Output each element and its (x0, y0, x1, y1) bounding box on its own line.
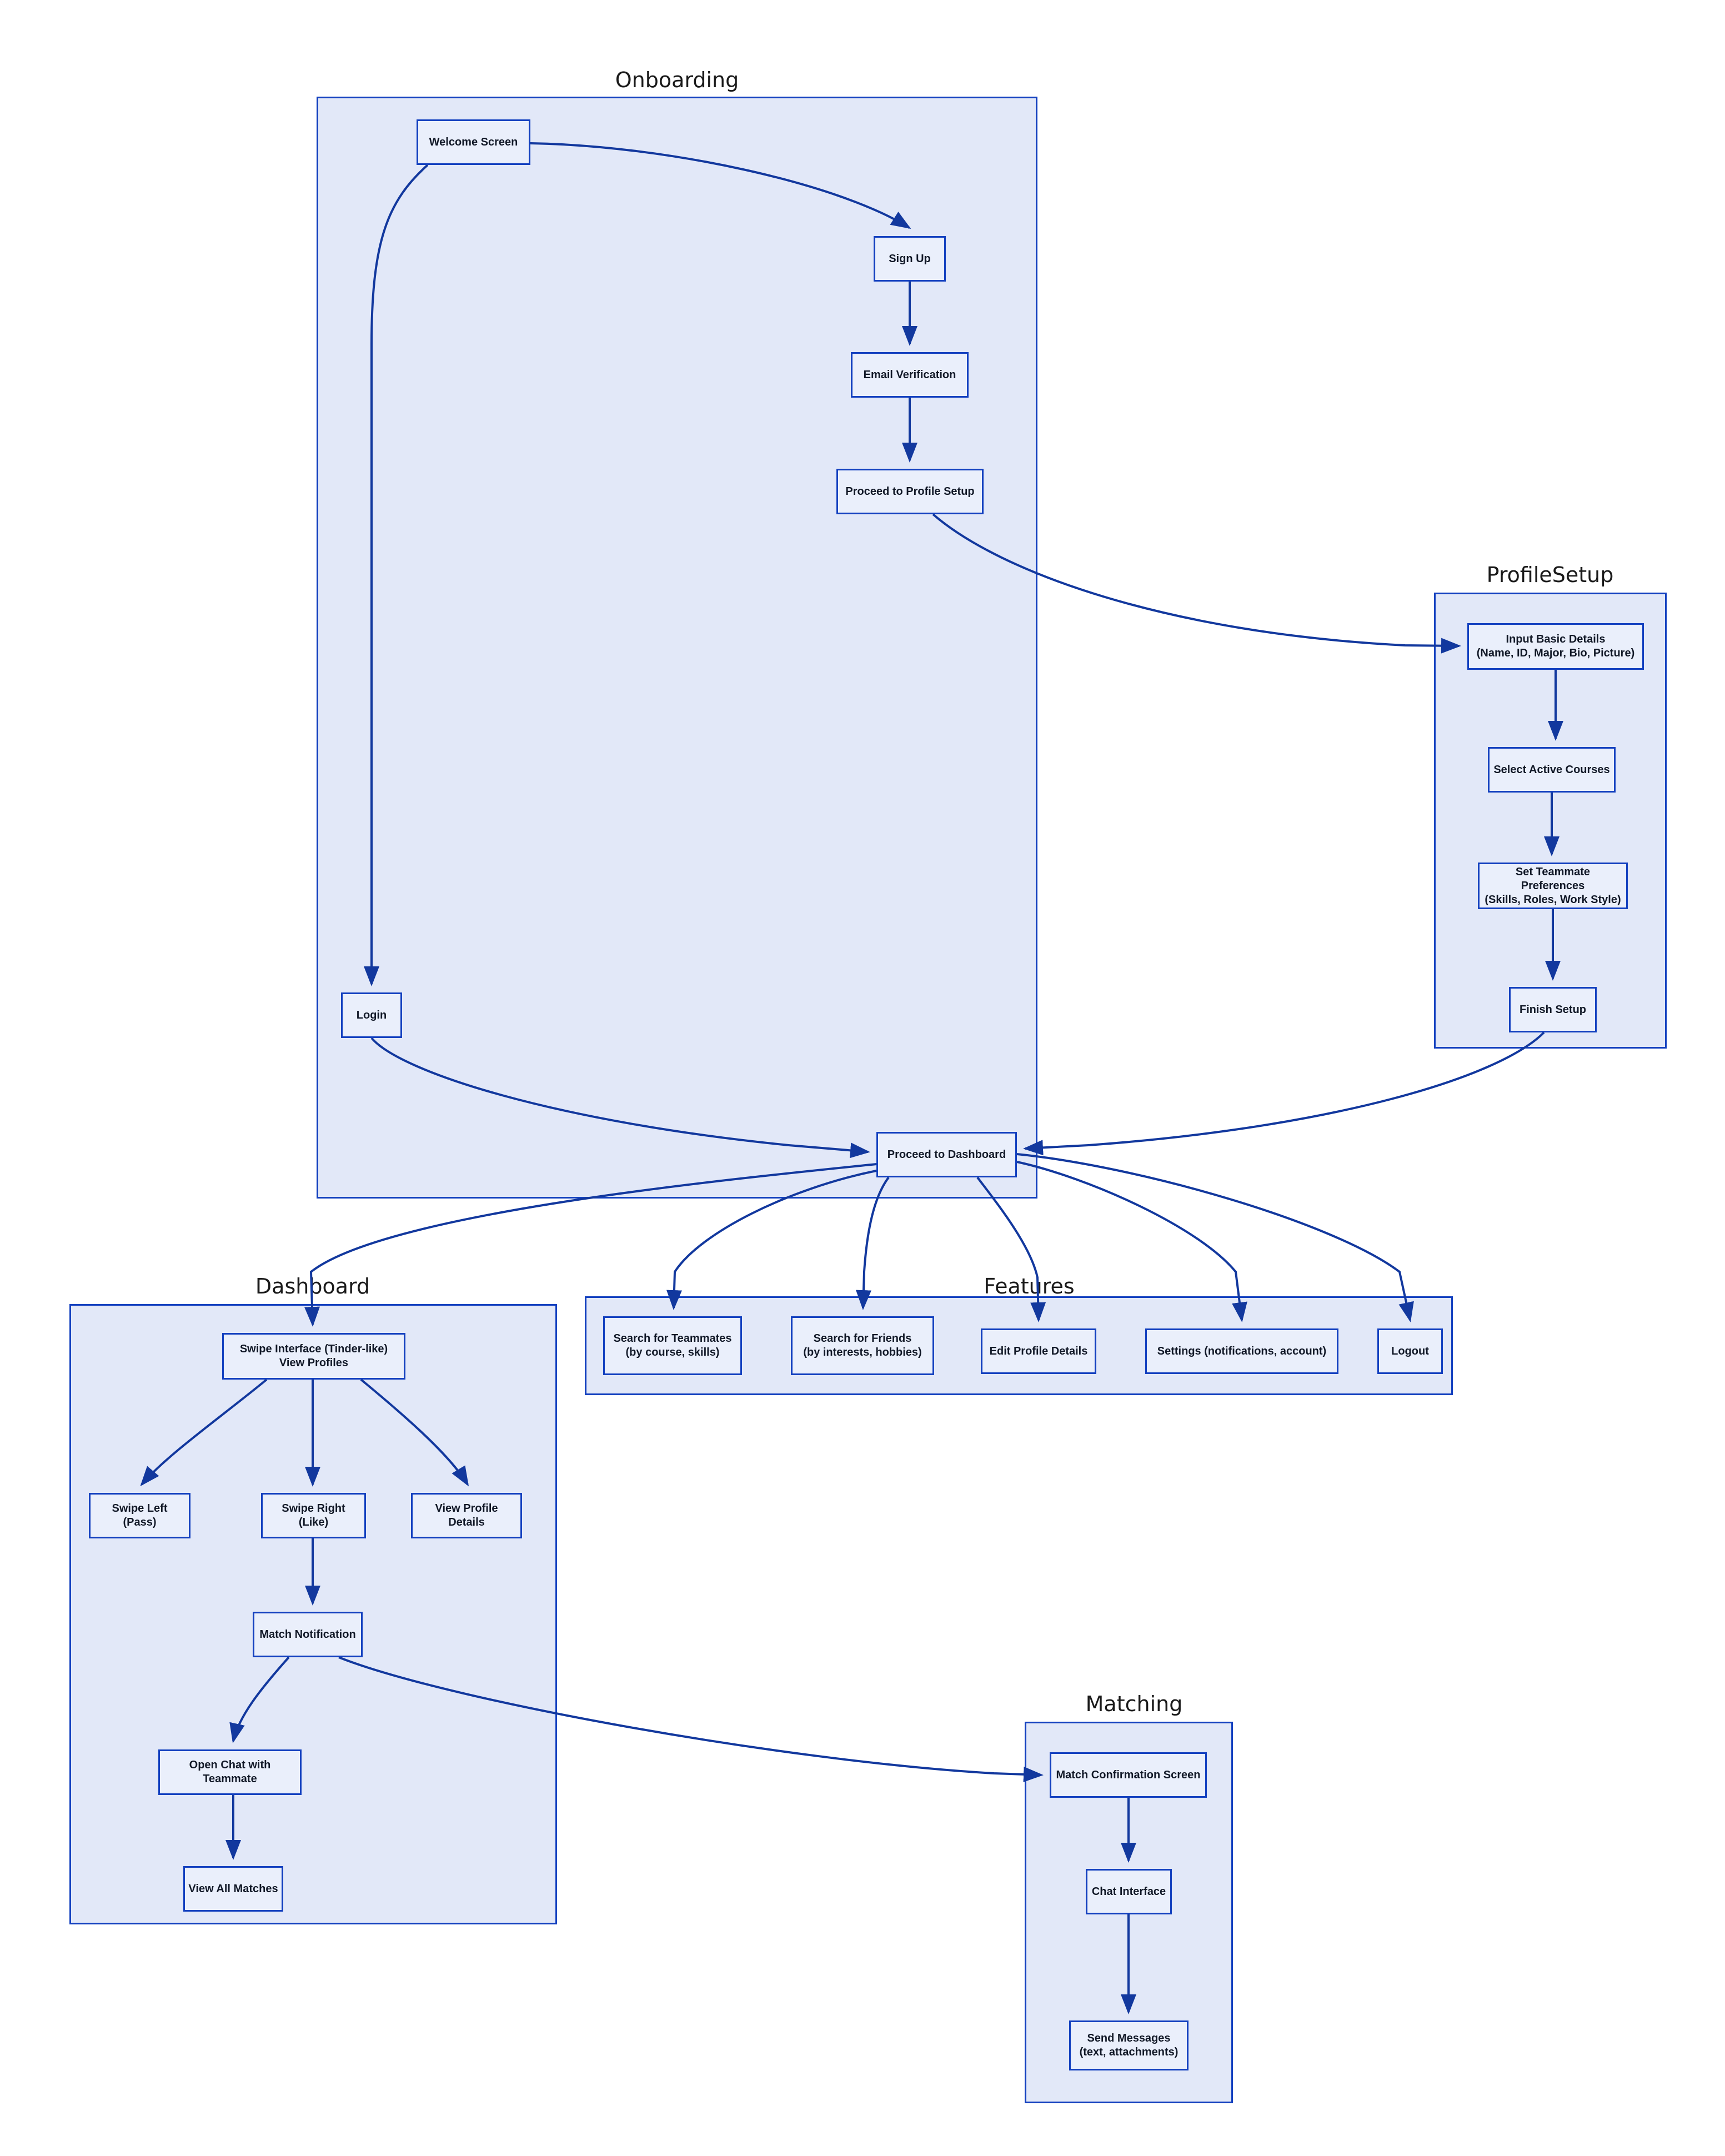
node-label-viewprofile: View Profile Details (435, 1502, 498, 1528)
node-swipeui[interactable]: Swipe Interface (Tinder-like)View Profil… (222, 1333, 405, 1380)
node-label-emailverify: Email Verification (863, 368, 956, 381)
edge-finishsetup-to-proceeddash (1023, 1031, 1545, 1156)
node-swiperight[interactable]: Swipe Right (Like) (261, 1493, 366, 1538)
node-label-matchnotif: Match Notification (259, 1628, 356, 1641)
node-searchfriends[interactable]: Search for Friends(by interests, hobbies… (791, 1316, 934, 1375)
node-label-proceeddash: Proceed to Dashboard (887, 1148, 1006, 1161)
node-label-activecourses: Select Active Courses (1493, 763, 1610, 776)
node-signup[interactable]: Sign Up (874, 236, 946, 282)
node-chatui[interactable]: Chat Interface (1086, 1869, 1172, 1914)
node-label-sendmsg: Send Messages(text, attachments) (1079, 2032, 1179, 2058)
node-label-chatui: Chat Interface (1091, 1885, 1166, 1898)
node-label-signup: Sign Up (889, 252, 931, 265)
cluster-title-features: Features (984, 1274, 1075, 1298)
node-label-swipeleft: Swipe Left (Pass) (112, 1502, 168, 1528)
node-activecourses[interactable]: Select Active Courses (1488, 747, 1616, 793)
node-label-swiperight: Swipe Right (Like) (282, 1502, 345, 1528)
node-login[interactable]: Login (341, 992, 402, 1038)
node-label-searchteam: Search for Teammates(by course, skills) (613, 1332, 732, 1358)
node-basicdetails[interactable]: Input Basic Details(Name, ID, Major, Bio… (1467, 623, 1644, 670)
node-logout[interactable]: Logout (1377, 1328, 1443, 1374)
node-editprofile[interactable]: Edit Profile Details (981, 1328, 1096, 1374)
node-label-openchat: Open Chat with Teammate (189, 1759, 271, 1785)
cluster-title-profilesetup: ProfileSetup (1486, 563, 1614, 587)
node-label-matchconfirm: Match Confirmation Screen (1056, 1768, 1201, 1781)
node-searchteam[interactable]: Search for Teammates(by course, skills) (603, 1316, 742, 1375)
node-label-login: Login (356, 1009, 387, 1021)
node-label-finishsetup: Finish Setup (1520, 1003, 1586, 1016)
edge-proceeddash-to-logout (1016, 1153, 1414, 1322)
node-viewmatches[interactable]: View All Matches (183, 1866, 283, 1912)
node-label-basicdetails: Input Basic Details(Name, ID, Major, Bio… (1476, 633, 1635, 659)
node-label-settings: Settings (notifications, account) (1157, 1345, 1327, 1357)
node-matchconfirm[interactable]: Match Confirmation Screen (1050, 1752, 1207, 1798)
node-teamprefs[interactable]: Set Teammate Preferences(Skills, Roles, … (1478, 863, 1628, 909)
node-openchat[interactable]: Open Chat with Teammate (158, 1749, 302, 1795)
node-label-viewmatches: View All Matches (188, 1882, 278, 1895)
node-settings[interactable]: Settings (notifications, account) (1145, 1328, 1338, 1374)
node-label-logout: Logout (1391, 1345, 1429, 1357)
node-proceedsetup[interactable]: Proceed to Profile Setup (836, 469, 984, 514)
node-label-welcome: Welcome Screen (429, 136, 518, 148)
node-label-searchfriends: Search for Friends(by interests, hobbies… (803, 1332, 922, 1358)
node-emailverify[interactable]: Email Verification (851, 352, 969, 398)
node-proceeddash[interactable]: Proceed to Dashboard (876, 1132, 1017, 1177)
node-label-swipeui: Swipe Interface (Tinder-like)View Profil… (239, 1343, 388, 1369)
node-swipeleft[interactable]: Swipe Left (Pass) (89, 1493, 190, 1538)
node-sendmsg[interactable]: Send Messages(text, attachments) (1069, 2020, 1189, 2070)
node-viewprofile[interactable]: View Profile Details (411, 1493, 522, 1538)
node-matchnotif[interactable]: Match Notification (253, 1612, 363, 1657)
cluster-title-matching: Matching (1085, 1692, 1183, 1716)
cluster-title-dashboard: Dashboard (255, 1274, 370, 1298)
node-finishsetup[interactable]: Finish Setup (1509, 987, 1597, 1032)
node-welcome[interactable]: Welcome Screen (417, 119, 530, 165)
node-label-editprofile: Edit Profile Details (989, 1345, 1088, 1357)
node-label-proceedsetup: Proceed to Profile Setup (845, 485, 975, 498)
node-label-teamprefs: Set Teammate Preferences(Skills, Roles, … (1485, 865, 1621, 906)
cluster-title-onboarding: Onboarding (615, 68, 739, 92)
